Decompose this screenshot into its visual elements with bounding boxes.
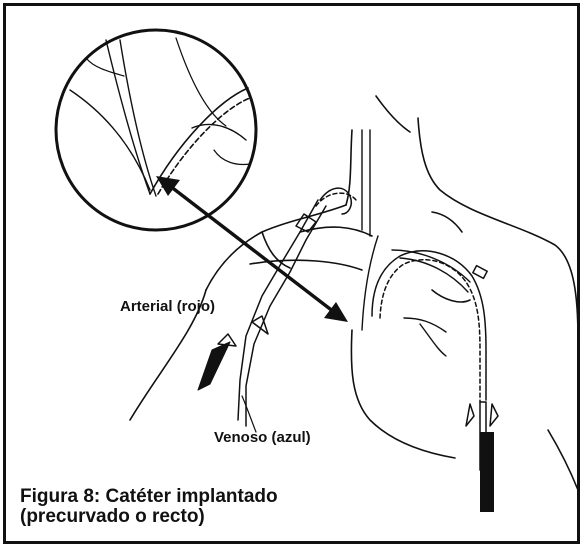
catheter-clamp-dark [198, 342, 230, 390]
vessels [362, 130, 470, 356]
caption-line-1: Figura 8: Catéter implantado [20, 487, 278, 507]
venous-label: Venoso (azul) [214, 429, 311, 446]
caption-line-2: (precurvado o recto) [20, 507, 278, 527]
implanted-catheter-right [372, 251, 498, 470]
arterial-label: Arterial (rojo) [120, 298, 215, 315]
figure-caption: Figura 8: Catéter implantado (precurvado… [20, 487, 278, 527]
magnified-inset [56, 30, 256, 230]
venous-leader-line [242, 396, 256, 432]
catheter-tip-dark [480, 432, 494, 512]
